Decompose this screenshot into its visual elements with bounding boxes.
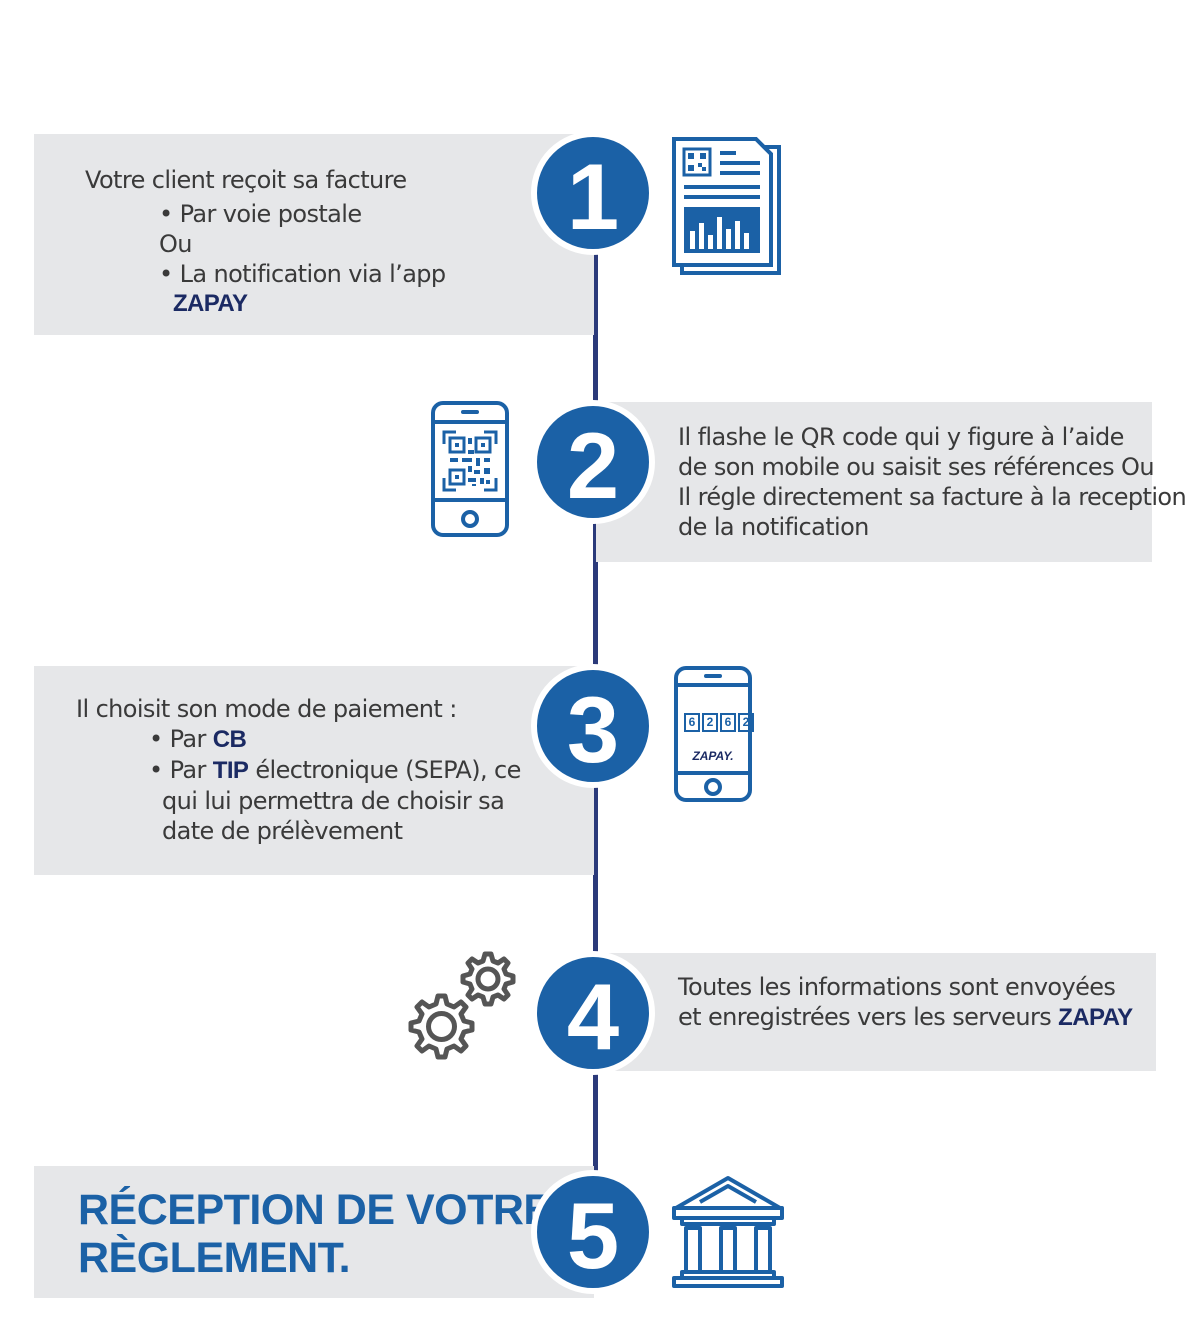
step-3-bullet-1-prefix: • Par [149,725,213,753]
step-3-bullet-2-prefix: • Par [149,756,213,784]
step-1-line-5: ZAPAY [173,290,248,317]
step-4-line-2: et enregistrées vers les serveurs ZAPAY [678,1002,1133,1033]
step-4-keyword: ZAPAY [1058,1004,1133,1031]
step-5-number: 5 [566,1183,620,1288]
step-1-text: Votre client reçoit sa facture • Par voi… [85,165,446,319]
step-3-line-4: date de prélèvement [162,817,403,845]
phone-code-digit: 6 [684,713,700,732]
step-3-bullet-1-keyword: CB [212,726,247,753]
phone-qr-scan-icon [431,401,509,537]
phone-code-icon: 6 2 6 2 ZAPAY. [673,665,754,803]
phone-code-digits: 6 2 6 2 [684,713,754,732]
step-3-text: Il choisit son mode de paiement : • Par … [76,694,521,846]
step-1-number: 1 [566,144,620,249]
phone-code-digit: 2 [738,713,754,732]
step-4-circle: 4 [531,951,655,1075]
step-5-box [34,1166,594,1298]
step-3-number: 3 [566,677,620,782]
step-1-line-4: • La notification via l’app [159,260,446,288]
step-2-number: 2 [566,413,620,518]
step-2-text: Il flashe le QR code qui y figure à l’ai… [678,422,1187,542]
step-2-line-4: de la notification [678,513,869,541]
step-2-line-1: Il flashe le QR code qui y figure à l’ai… [678,423,1124,451]
phone-code-digit: 6 [720,713,736,732]
step-1-line-3: Ou [159,230,193,258]
step-2-line-3: Il régle directement sa facture à la rec… [678,483,1187,511]
step-1-circle: 1 [531,131,655,255]
step-3-bullet-2-rest: électronique (SEPA), ce [248,756,521,784]
step-1-line-2: • Par voie postale [159,200,362,228]
step-1-line-1: Votre client reçoit sa facture [85,166,407,194]
step-5-circle: 5 [531,1170,655,1294]
step-3-line-3: qui lui permettra de choisir sa [162,787,505,815]
step-3-box [34,666,594,875]
step-4-box [596,953,1156,1071]
step-2-circle: 2 [531,400,655,524]
phone-brand-logo: ZAPAY. [692,749,734,763]
step-4-number: 4 [566,964,620,1069]
step-3-bullet-2: • Par TIP électronique (SEPA), ce [76,755,521,786]
step-4-line-2-prefix: et enregistrées vers les serveurs [678,1003,1059,1031]
step-5-title-line-1: RÉCEPTION DE VOTRE [78,1186,552,1234]
step-2-box [596,402,1152,562]
step-5-title: RÉCEPTION DE VOTRE RÈGLEMENT. [78,1186,552,1282]
step-3-bullet-1: • Par CB [76,724,521,755]
step-4-line-1: Toutes les informations sont envoyées [678,973,1116,1001]
step-3-circle: 3 [531,664,655,788]
gears-icon [408,951,516,1060]
phone-code-digit: 2 [702,713,718,732]
step-4-text: Toutes les informations sont envoyées et… [678,972,1133,1033]
step-2-line-2: de son mobile ou saisit ses références O… [678,453,1155,481]
step-5-title-line-2: RÈGLEMENT. [78,1234,351,1282]
step-3-bullet-2-keyword: TIP [212,757,249,784]
step-3-intro: Il choisit son mode de paiement : [76,695,457,723]
step-1-box [34,134,594,335]
phone-frame [674,666,752,802]
invoice-document-icon [672,137,781,275]
bank-icon [672,1176,784,1288]
